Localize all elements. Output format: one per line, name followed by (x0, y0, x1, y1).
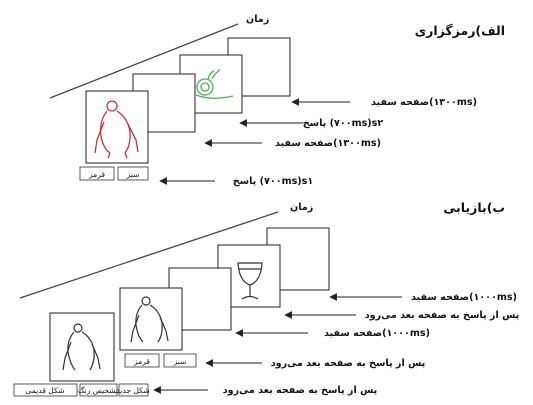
retrieval-title: ب)بازیابی (443, 200, 505, 215)
wine-glass-icon (237, 262, 263, 300)
encoding-step-3: صفحه سفید(۱۳۰۰ms) (275, 138, 381, 149)
encoding-step-1: صفحه سفید(۱۳۰۰ms) (371, 97, 477, 108)
encoding-button-green[interactable]: سبز (126, 170, 140, 179)
retrieval-button-color-detect-box (79, 383, 118, 397)
encoding-step-4: پاسخ (۷۰۰ms)s۱ (233, 176, 314, 187)
encoding-step-2: پاسخ (۷۰۰ms)s۲ (303, 118, 384, 129)
retrieval-button-red-box (124, 353, 160, 368)
encoding-time-label: زمان (246, 14, 269, 25)
retrieval-button-new-shape-box (118, 383, 149, 397)
gorilla-icon (130, 296, 169, 343)
retrieval-button-red[interactable]: قرمز (133, 357, 150, 366)
snail-icon (195, 69, 234, 99)
encoding-button-red-box (79, 166, 115, 181)
retrieval-step-2: پس از پاسخ به صفحه بعد می‌رود (365, 310, 520, 321)
encoding-title: الف)رمزگزاری (415, 23, 505, 38)
retrieval-button-color-detect[interactable]: تشخیص رنگ (78, 386, 118, 395)
retrieval-button-green[interactable]: سبز (173, 357, 187, 366)
encoding-time-axis (49, 23, 239, 99)
retrieval-button-old-shape-box (13, 383, 78, 397)
gorilla-icon (94, 100, 139, 159)
retrieval-step-1: صفحه سفید(۱۰۰۰ms) (411, 292, 517, 303)
retrieval-card-gorilla-shape (49, 312, 115, 382)
retrieval-time-axis (19, 211, 279, 299)
retrieval-card-gorilla-test (119, 287, 183, 351)
retrieval-step-3: صفحه سفید(۱۰۰۰ms) (324, 328, 430, 339)
retrieval-button-new-shape[interactable]: شکل جدید (116, 386, 150, 395)
retrieval-button-old-shape[interactable]: شکل قدیمی (25, 386, 64, 395)
retrieval-step-4: پس از پاسخ به صفحه بعد می‌رود (271, 358, 426, 369)
encoding-card-gorilla (85, 90, 149, 164)
retrieval-step-5: پس از پاسخ به صفحه بعد می‌رود (223, 385, 378, 396)
gorilla-icon (62, 323, 101, 371)
encoding-button-green-box (117, 166, 149, 181)
encoding-button-red[interactable]: قرمز (88, 170, 105, 179)
retrieval-time-label: زمان (290, 202, 313, 213)
retrieval-button-green-box (163, 353, 197, 368)
